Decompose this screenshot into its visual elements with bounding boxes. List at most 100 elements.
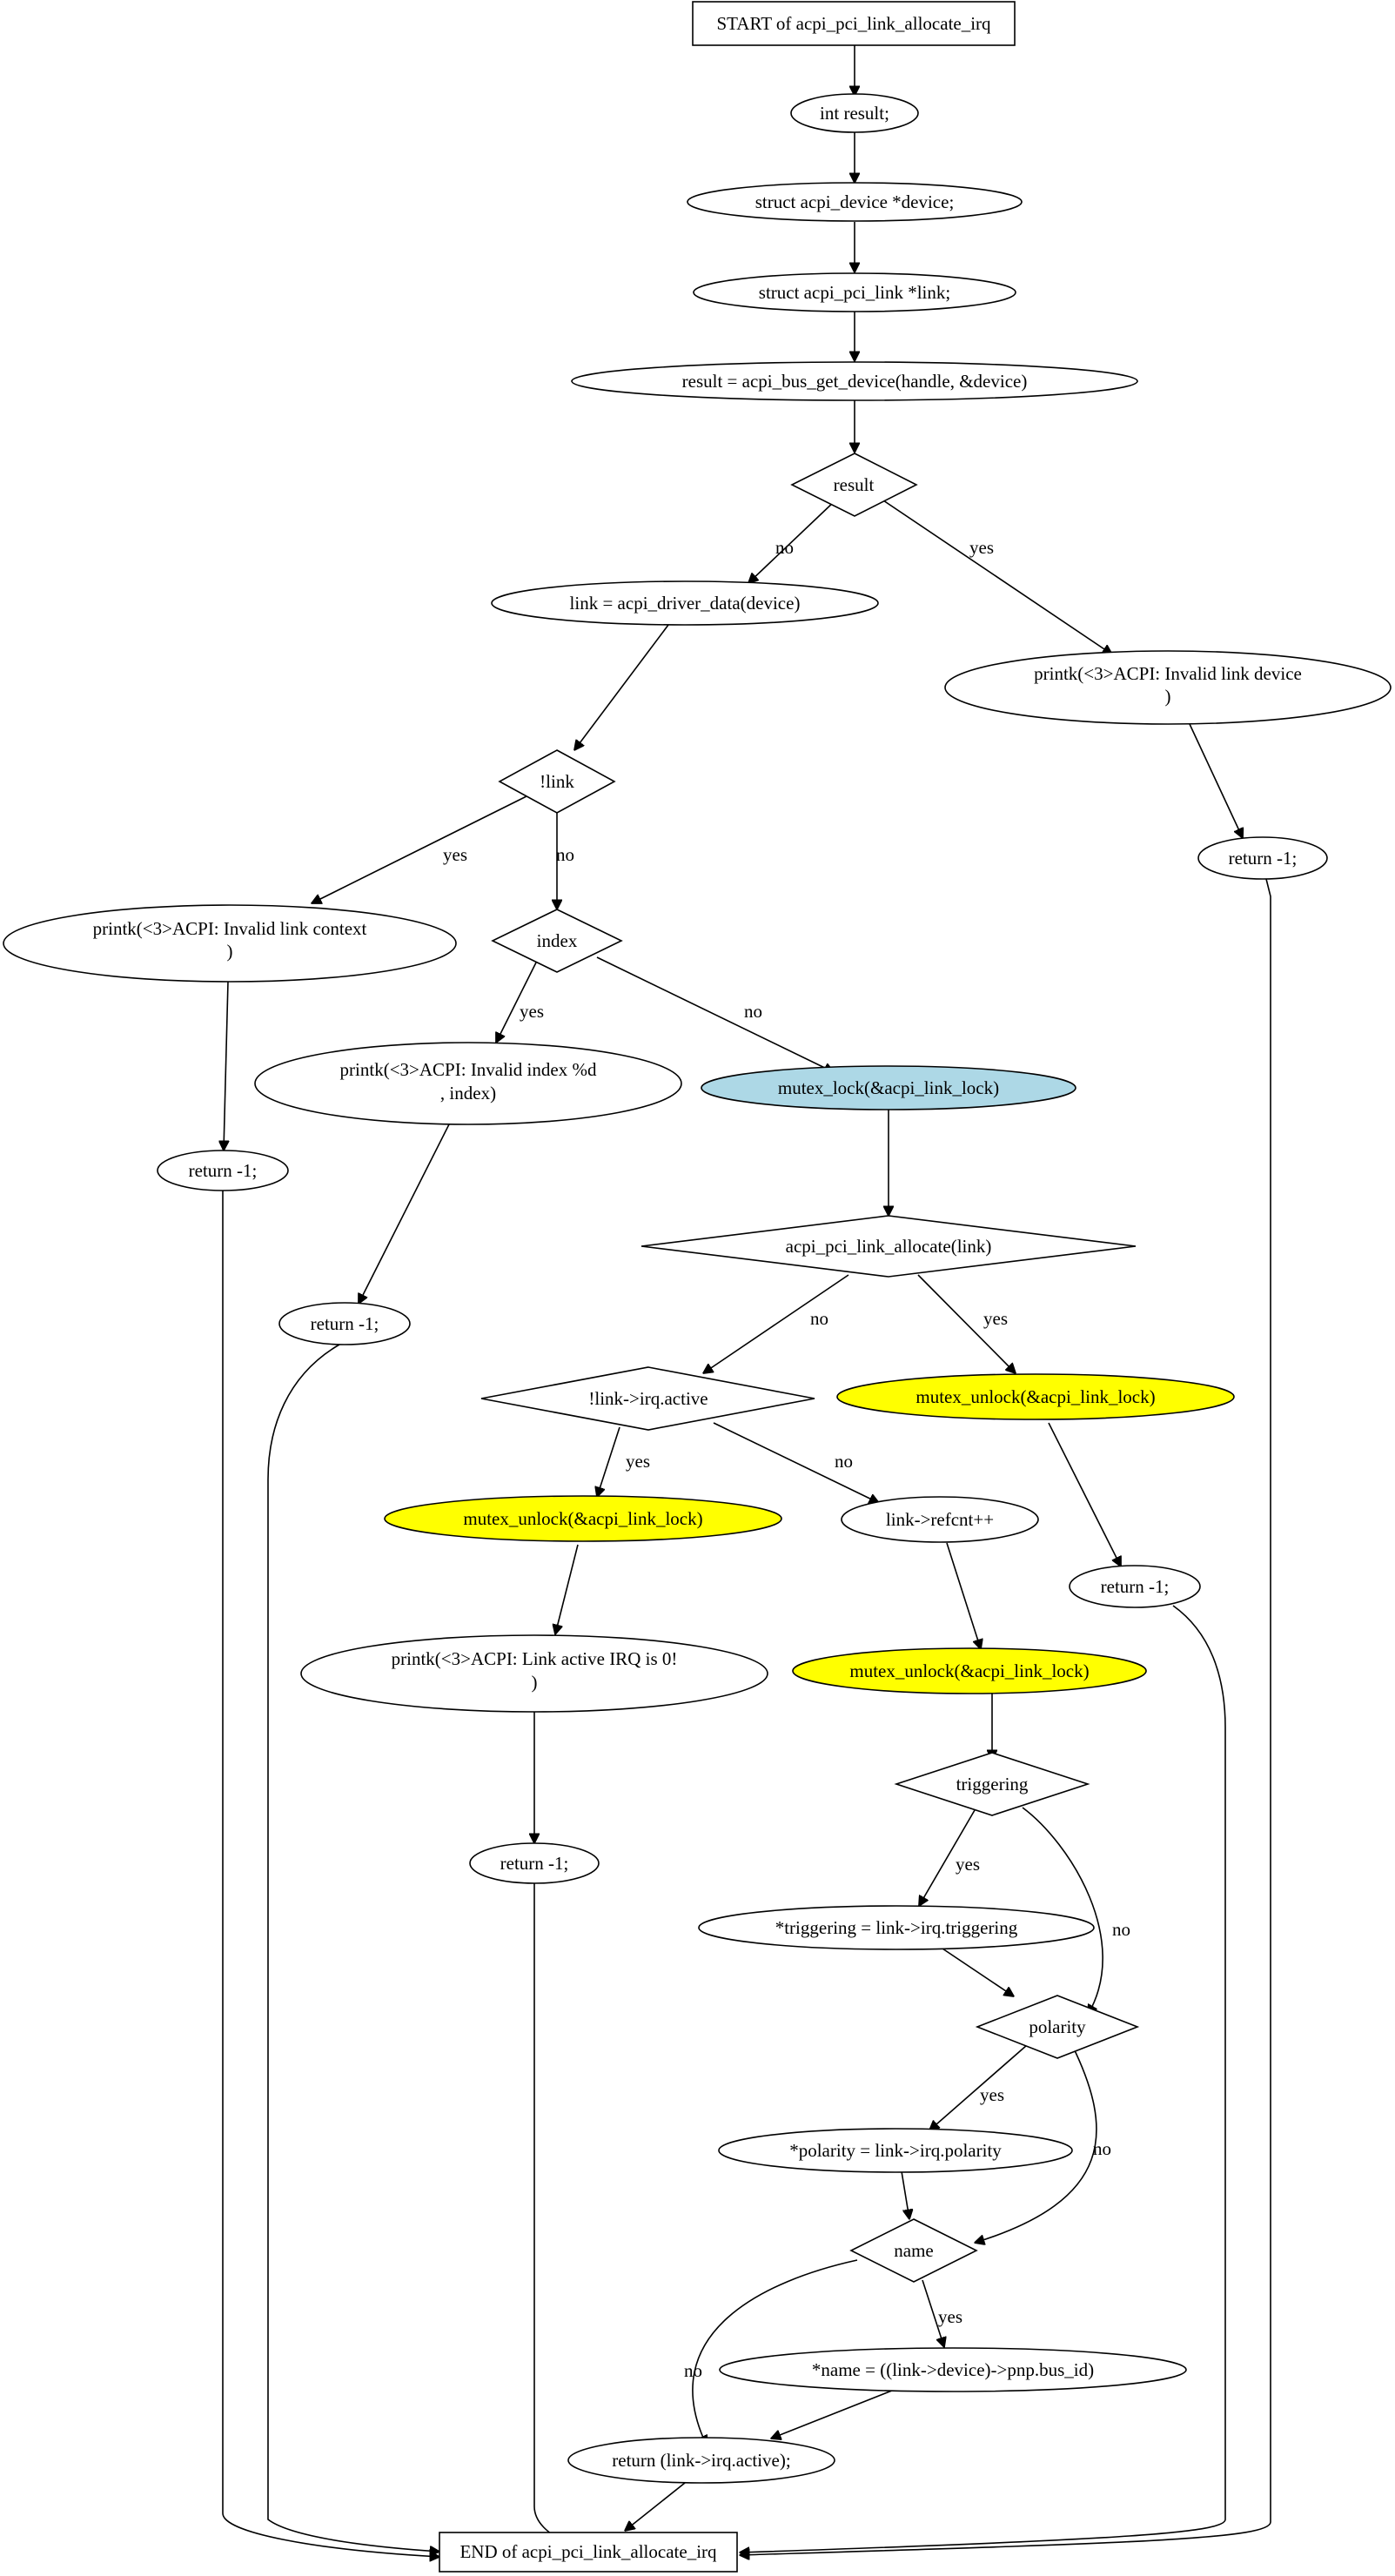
polarity-decision-label: polarity bbox=[1029, 2016, 1086, 2037]
allocate-decision-label: acpi_pci_link_allocate(link) bbox=[786, 1236, 992, 1257]
refcnt-label: link->refcnt++ bbox=[886, 1509, 994, 1530]
return-ctx-node: return -1; bbox=[157, 1150, 289, 1191]
label-name-yes: yes bbox=[938, 2306, 962, 2327]
edge-polarity-assign-to-name bbox=[901, 2170, 909, 2219]
printk-invalid-context-node: printk(<3>ACPI: Invalid link context ) bbox=[3, 904, 457, 983]
edges bbox=[223, 45, 1271, 2557]
edge-result-yes bbox=[882, 500, 1112, 654]
name-assign-node: *name = ((link->device)->pnp.bus_id) bbox=[719, 2347, 1187, 2392]
printk-invalid-device-node: printk(<3>ACPI: Invalid link device ) bbox=[944, 650, 1392, 725]
result-decision: result bbox=[790, 453, 918, 517]
polarity-decision: polarity bbox=[975, 1995, 1140, 2059]
edge-labels: no yes yes no yes no no yes yes no yes n… bbox=[443, 537, 1130, 2381]
link-decision-label: !link bbox=[540, 771, 574, 792]
mutex-unlock-active-label: mutex_unlock(&acpi_link_lock) bbox=[463, 1508, 702, 1529]
return-dev-label: return -1; bbox=[1229, 848, 1298, 869]
start-node: START of acpi_pci_link_allocate_irq bbox=[692, 1, 1016, 46]
end-node-label: END of acpi_pci_link_allocate_irq bbox=[459, 2541, 717, 2562]
label-alloc-yes: yes bbox=[983, 1308, 1008, 1329]
irq-active-decision-label: !link->irq.active bbox=[588, 1388, 708, 1409]
edge-index-no bbox=[596, 956, 834, 1072]
int-result-node: int result; bbox=[790, 93, 919, 133]
edge-return-alloc-to-end bbox=[740, 1605, 1226, 2553]
printk-active-irq-line1: printk(<3>ACPI: Link active IRQ is 0! bbox=[392, 1648, 678, 1669]
mutex-unlock-alloc-label: mutex_unlock(&acpi_link_lock) bbox=[915, 1386, 1155, 1407]
link-decision: !link bbox=[498, 749, 616, 814]
edge-device-printk-to-return bbox=[1189, 723, 1243, 838]
edge-return-active-irq-to-end bbox=[533, 1882, 567, 2543]
edge-alloc-yes bbox=[917, 1274, 1016, 1373]
end-node: END of acpi_pci_link_allocate_irq bbox=[439, 2532, 738, 2573]
index-decision-label: index bbox=[537, 930, 578, 951]
struct-link-label: struct acpi_pci_link *link; bbox=[759, 282, 950, 303]
printk-invalid-device-line2: ) bbox=[1165, 686, 1171, 707]
label-trig-yes: yes bbox=[956, 1854, 980, 1875]
edge-index-printk-to-return bbox=[359, 1124, 450, 1304]
printk-invalid-context-line1: printk(<3>ACPI: Invalid link context bbox=[93, 918, 367, 939]
mutex-unlock-active-node: mutex_unlock(&acpi_link_lock) bbox=[384, 1495, 782, 1542]
edge-return-ctx-to-end bbox=[222, 1191, 439, 2557]
nodes: START of acpi_pci_link_allocate_irq int … bbox=[3, 1, 1392, 2573]
result-decision-label: result bbox=[834, 474, 875, 495]
edge-active-yes bbox=[597, 1426, 620, 1497]
mutex-unlock-alloc-node: mutex_unlock(&acpi_link_lock) bbox=[836, 1373, 1235, 1420]
edge-result-no bbox=[748, 500, 836, 583]
link-assign-label: link = acpi_driver_data(device) bbox=[570, 593, 801, 614]
index-decision: index bbox=[491, 909, 623, 973]
edge-active-no bbox=[713, 1422, 879, 1503]
label-active-no: no bbox=[835, 1451, 853, 1472]
name-decision: name bbox=[849, 2218, 978, 2283]
edge-index-yes bbox=[496, 962, 537, 1043]
label-link-no: no bbox=[556, 844, 574, 865]
polarity-assign-node: *polarity = link->irq.polarity bbox=[718, 2128, 1073, 2173]
return-idx-node: return -1; bbox=[278, 1302, 411, 1345]
edge-triggering-assign-to-polarity bbox=[936, 1944, 1014, 1996]
printk-invalid-device-line1: printk(<3>ACPI: Invalid link device bbox=[1034, 663, 1302, 684]
edge-trig-yes bbox=[919, 1809, 976, 1906]
edge-alloc-unlock-to-return bbox=[1048, 1422, 1121, 1566]
link-assign-node: link = acpi_driver_data(device) bbox=[491, 580, 879, 626]
printk-active-irq-line2: ) bbox=[532, 1672, 538, 1693]
edge-name-yes bbox=[922, 2279, 944, 2347]
get-device-node: result = acpi_bus_get_device(handle, &de… bbox=[571, 361, 1138, 401]
edge-active-unlock-to-printk bbox=[555, 1544, 579, 1634]
return-alloc-node: return -1; bbox=[1069, 1565, 1201, 1608]
triggering-assign-node: *triggering = link->irq.triggering bbox=[698, 1905, 1095, 1950]
edge-refcnt-to-unlock bbox=[946, 1542, 981, 1649]
label-index-no: no bbox=[744, 1001, 762, 1022]
start-node-label: START of acpi_pci_link_allocate_irq bbox=[716, 13, 991, 34]
edge-context-printk-to-return bbox=[224, 981, 228, 1150]
mutex-unlock-refcnt-node: mutex_unlock(&acpi_link_lock) bbox=[792, 1647, 1147, 1694]
triggering-decision-label: triggering bbox=[956, 1774, 1029, 1794]
triggering-decision: triggering bbox=[894, 1752, 1090, 1816]
printk-invalid-context-line2: ) bbox=[227, 941, 233, 962]
struct-device-node: struct acpi_device *device; bbox=[687, 182, 1023, 222]
edge-return-active-to-end bbox=[625, 2482, 686, 2531]
edge-link-yes bbox=[312, 795, 527, 903]
return-alloc-label: return -1; bbox=[1101, 1576, 1170, 1597]
mutex-lock-node: mutex_lock(&acpi_link_lock) bbox=[701, 1065, 1076, 1110]
edge-name-assign-to-return-active bbox=[771, 2388, 897, 2438]
return-active-label: return -1; bbox=[500, 1853, 569, 1874]
edge-return-dev-to-end bbox=[740, 878, 1271, 2555]
return-irq-active-node: return (link->irq.active); bbox=[567, 2437, 835, 2484]
mutex-unlock-refcnt-label: mutex_unlock(&acpi_link_lock) bbox=[849, 1660, 1089, 1681]
label-result-no: no bbox=[775, 537, 794, 558]
label-link-yes: yes bbox=[443, 844, 467, 865]
int-result-label: int result; bbox=[820, 103, 889, 124]
label-result-yes: yes bbox=[969, 537, 994, 558]
edge-trig-no bbox=[1022, 1807, 1103, 2015]
name-assign-label: *name = ((link->device)->pnp.bus_id) bbox=[812, 2359, 1094, 2380]
refcnt-node: link->refcnt++ bbox=[841, 1496, 1039, 1543]
get-device-label: result = acpi_bus_get_device(handle, &de… bbox=[682, 371, 1028, 392]
return-dev-node: return -1; bbox=[1197, 836, 1328, 880]
printk-invalid-index-line2: , index) bbox=[440, 1083, 496, 1104]
label-alloc-no: no bbox=[810, 1308, 828, 1329]
struct-device-label: struct acpi_device *device; bbox=[755, 191, 955, 212]
label-pol-yes: yes bbox=[980, 2084, 1004, 2105]
label-trig-no: no bbox=[1112, 1919, 1130, 1940]
irq-active-decision: !link->irq.active bbox=[480, 1366, 815, 1431]
printk-invalid-index-node: printk(<3>ACPI: Invalid index %d , index… bbox=[254, 1042, 682, 1125]
return-idx-label: return -1; bbox=[311, 1313, 379, 1334]
